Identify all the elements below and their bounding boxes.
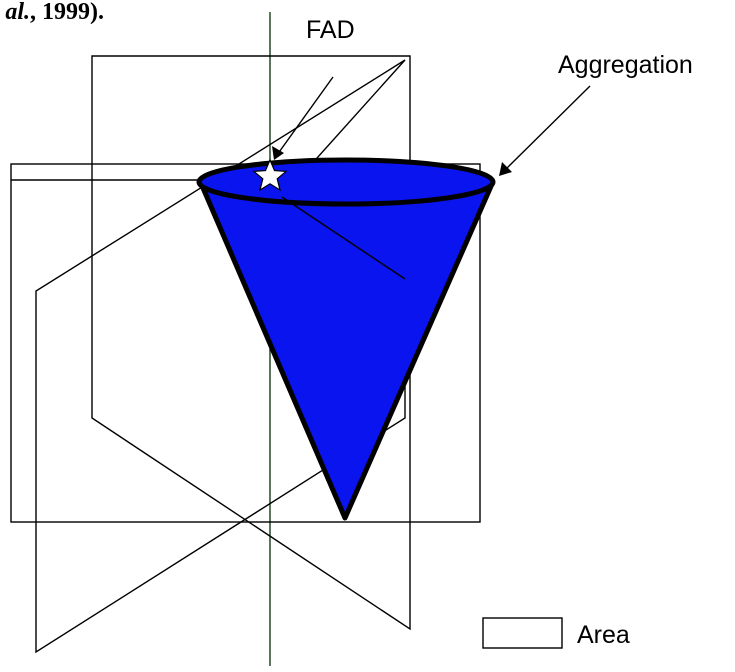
aggregation-cone-rim	[196, 157, 496, 207]
plane-parallelogram-left	[91, 55, 411, 631]
legend-area-label: Area	[577, 621, 630, 649]
caption-trailing: , 1999).	[30, 0, 104, 25]
legend-area-swatch	[482, 617, 563, 649]
aggregation-label: Aggregation	[558, 51, 693, 79]
caption-fragment: et al., 1999).	[0, 0, 104, 25]
aggregation-arrow-line	[503, 85, 591, 172]
overlay-line	[281, 196, 406, 280]
caption-italic: et al.	[0, 0, 30, 25]
fad-label: FAD	[306, 16, 355, 44]
star-icon	[252, 158, 288, 192]
fad-arrow-line	[276, 76, 334, 156]
fad-arrow-head	[272, 146, 284, 160]
aggregation-cone	[197, 178, 495, 521]
aggregation-arrow-head	[499, 162, 512, 176]
